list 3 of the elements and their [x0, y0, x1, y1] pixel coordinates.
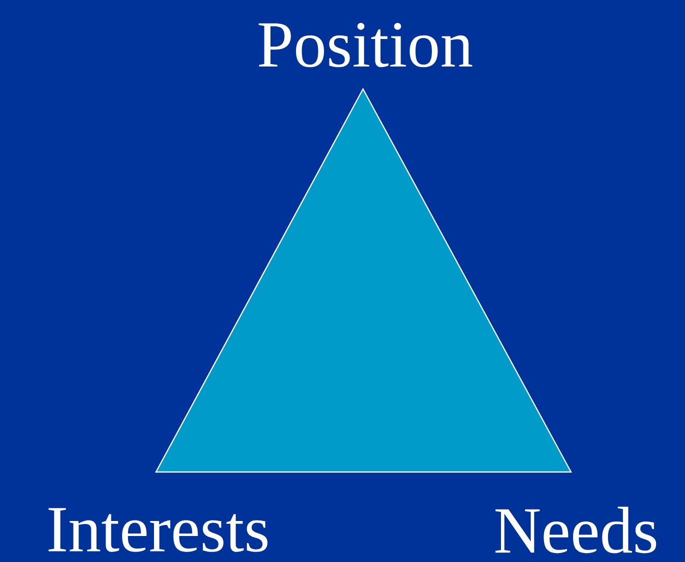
vertex-label: Needs: [495, 506, 656, 554]
vertex-label: Position: [258, 22, 472, 68]
vertex-label: Interests: [48, 508, 268, 552]
